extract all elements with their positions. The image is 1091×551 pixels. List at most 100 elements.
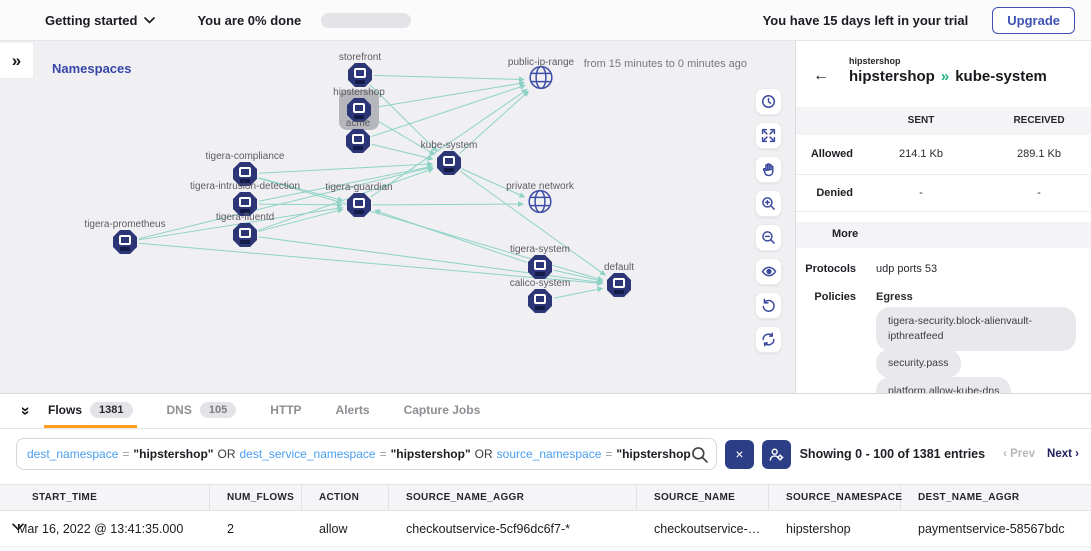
flow-direction-icon: » xyxy=(940,68,950,85)
refresh-button[interactable] xyxy=(755,326,782,353)
column-header-action[interactable]: ACTION xyxy=(302,485,389,510)
graph-node-tigera-guardian[interactable] xyxy=(347,193,371,217)
flows-panel: » Flows 1381 DNS 105 HTTP Alerts Capture… xyxy=(0,393,1091,551)
time-range-button[interactable] xyxy=(755,88,782,115)
user-filter-settings-button[interactable] xyxy=(762,439,791,469)
graph-node-globe-public-ip-range[interactable] xyxy=(528,65,554,96)
graph-node-tigera-fluentd[interactable] xyxy=(233,223,257,247)
graph-node-label: default xyxy=(603,262,635,273)
filter-token-keyword: OR xyxy=(474,447,493,461)
graph-node-acme[interactable] xyxy=(346,129,370,153)
collapse-panel-button[interactable]: » xyxy=(16,400,34,422)
next-page-button[interactable]: Next › xyxy=(1047,448,1079,460)
fit-screen-icon xyxy=(761,128,776,143)
panel-title-dest: kube-system xyxy=(955,68,1047,85)
graph-edge xyxy=(372,201,525,208)
more-section-header: More xyxy=(796,222,1091,248)
clear-filter-button[interactable]: × xyxy=(725,439,754,469)
column-header-source-name[interactable]: SOURCE_NAME xyxy=(637,485,769,510)
graph-node-kube-system[interactable] xyxy=(437,151,461,175)
cell-num-flows: 2 xyxy=(227,521,234,536)
pan-hand-icon xyxy=(762,163,774,177)
column-header-source-name-aggr[interactable]: SOURCE_NAME_AGGR xyxy=(389,485,637,510)
column-header-num-flows[interactable]: NUM_FLOWS xyxy=(210,485,302,510)
namespace-icon xyxy=(534,294,546,304)
policy-pill[interactable]: tigera-security.block-alienvault-ipthrea… xyxy=(876,307,1076,352)
ns-badge xyxy=(240,179,250,183)
graph-node-default[interactable] xyxy=(607,273,631,297)
graph-title: Namespaces xyxy=(52,61,132,76)
tab-alerts[interactable]: Alerts xyxy=(332,394,374,428)
tab-flows[interactable]: Flows 1381 xyxy=(44,394,137,428)
graph-edge xyxy=(369,84,438,152)
zoom-out-button[interactable] xyxy=(755,224,782,251)
graph-node-tigera-compliance[interactable] xyxy=(233,162,257,186)
filter-token-op: = xyxy=(379,447,387,461)
tab-http[interactable]: HTTP xyxy=(266,394,305,428)
undo-button[interactable] xyxy=(755,292,782,319)
graph-edge xyxy=(371,143,434,161)
visibility-button[interactable] xyxy=(755,258,782,285)
graph-edge xyxy=(370,116,436,155)
zoom-in-button[interactable] xyxy=(755,190,782,217)
namespace-icon xyxy=(354,68,366,78)
ns-badge xyxy=(444,168,454,172)
column-header-dest-name-aggr[interactable]: DEST_NAME_AGGR xyxy=(918,492,1020,503)
column-header-start-time[interactable]: START_TIME xyxy=(0,485,210,510)
refresh-icon xyxy=(762,332,775,347)
expand-row-icon[interactable] xyxy=(12,523,24,531)
table-row[interactable]: Mar 16, 2022 @ 13:41:35.000 2 allow chec… xyxy=(0,511,1091,547)
filter-token-value: "hipstershop" xyxy=(390,447,471,461)
ns-badge xyxy=(240,209,250,213)
fit-screen-button[interactable] xyxy=(755,122,782,149)
graph-node-calico-system[interactable] xyxy=(528,289,552,313)
graph-edge xyxy=(374,209,527,263)
chevron-down-icon xyxy=(144,16,156,24)
policy-pill[interactable]: platform.allow-kube-dns xyxy=(876,377,1012,393)
upgrade-button[interactable]: Upgrade xyxy=(992,6,1075,34)
sidebar-expand-button[interactable]: » xyxy=(0,43,34,79)
user-gear-icon xyxy=(769,448,784,461)
getting-started-menu[interactable]: Getting started xyxy=(45,13,156,28)
graph-node-storefront[interactable] xyxy=(348,63,372,87)
allowed-sent-value: 214.1 Kb xyxy=(898,148,944,160)
trial-countdown-label: You have 15 days left in your trial xyxy=(762,12,969,28)
filter-token-value: "hipstershop" xyxy=(133,447,214,461)
column-header-source-namespace[interactable]: SOURCE_NAMESPACE xyxy=(769,485,902,510)
graph-node-globe-private-network[interactable] xyxy=(527,189,553,220)
graph-node-label: acme xyxy=(345,118,371,129)
graph-edge xyxy=(459,90,530,154)
graph-edge xyxy=(258,164,434,202)
graph-node-tigera-prometheus[interactable] xyxy=(113,230,137,254)
graph-edge xyxy=(461,168,526,198)
graph-edge xyxy=(460,170,607,276)
tab-capture-jobs[interactable]: Capture Jobs xyxy=(400,394,485,428)
ns-badge xyxy=(120,247,130,251)
filter-token-field: dest_service_namespace xyxy=(239,447,376,461)
more-label: More xyxy=(832,228,859,240)
graph-node-label: tigera-compliance xyxy=(205,151,285,162)
pagination-summary: Showing 0 - 100 of 1381 entries xyxy=(799,447,986,461)
graph-edge xyxy=(258,201,344,208)
allowed-row-label: Allowed xyxy=(810,148,853,160)
graph-edge xyxy=(258,207,344,232)
denied-sent-value: - xyxy=(919,187,923,199)
prev-page-button[interactable]: ‹ Prev xyxy=(1003,448,1036,460)
back-button[interactable]: ← xyxy=(813,67,829,84)
graph-node-tigera-system[interactable] xyxy=(528,255,552,279)
graph-toolbar xyxy=(755,88,782,353)
ns-badge xyxy=(354,115,364,119)
policy-pill[interactable]: security.pass xyxy=(876,349,961,379)
received-column-header: RECEIVED xyxy=(1013,115,1065,126)
graph-node-tigera-intrusion-detection[interactable] xyxy=(233,192,257,216)
graph-node-label: private network xyxy=(506,181,574,192)
tab-dns[interactable]: DNS 105 xyxy=(163,394,241,428)
pan-button[interactable] xyxy=(755,156,782,183)
graph-edge xyxy=(258,161,434,174)
flows-tab-bar: » Flows 1381 DNS 105 HTTP Alerts Capture… xyxy=(0,394,1091,429)
graph-node-hipstershop[interactable] xyxy=(347,98,371,122)
panel-title: hipstershop»kube-system xyxy=(849,68,1047,85)
